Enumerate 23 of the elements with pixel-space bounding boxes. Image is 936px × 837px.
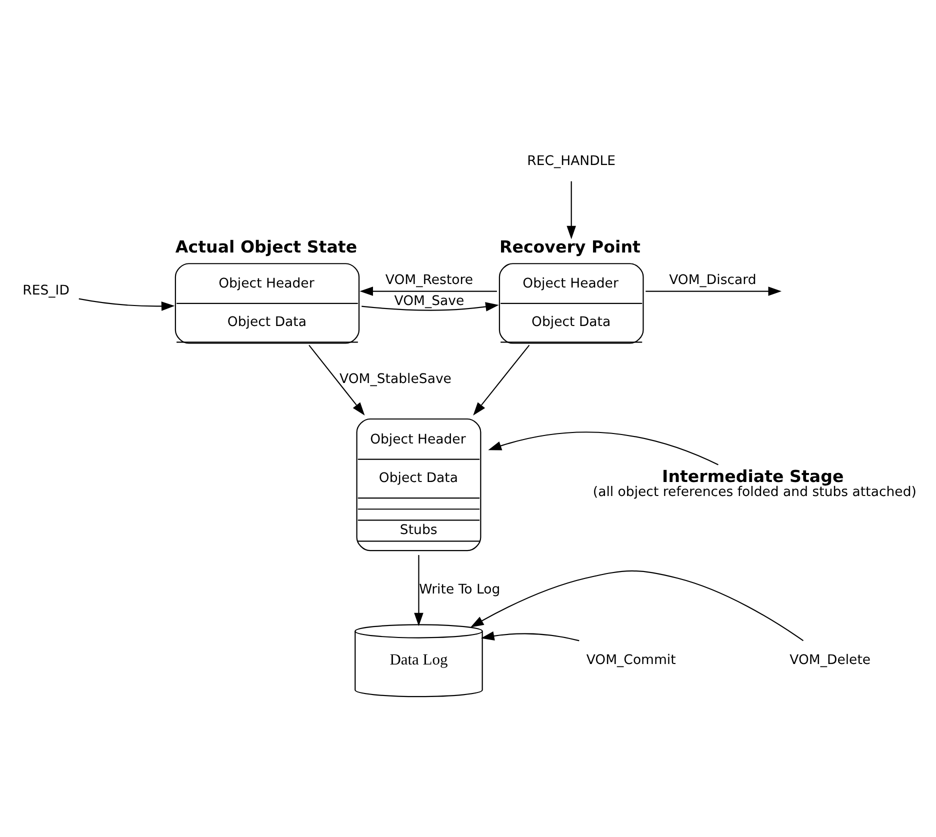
arrow (308, 344, 364, 416)
node-text: VOM_Delete (789, 652, 870, 668)
arrow (472, 344, 530, 416)
node-label: Recovery Point (498, 237, 640, 256)
edge-label: VOM_Discard (668, 272, 756, 288)
edge-label: VOM_Restore (384, 272, 473, 288)
node-text: RES_ID (22, 283, 69, 298)
edge-label: Write To Log (418, 582, 500, 597)
edge-label: VOM_StableSave (339, 372, 451, 387)
node-text: VOM_Commit (586, 652, 676, 668)
node-text: Intermediate Stage (all object references folded and stubs attached) (592, 466, 916, 500)
edge-label: VOM_Save (394, 294, 464, 309)
arrow (361, 302, 498, 311)
arrow (645, 286, 782, 296)
arrow (488, 431, 718, 465)
arrow (414, 554, 423, 626)
node-label: Actual Object State (174, 237, 357, 256)
arrow (566, 180, 576, 239)
node-text: REC_HANDLE (526, 153, 616, 168)
arrow (470, 570, 804, 641)
arrow (359, 286, 496, 296)
arrow (78, 298, 174, 310)
arrow (480, 630, 579, 641)
